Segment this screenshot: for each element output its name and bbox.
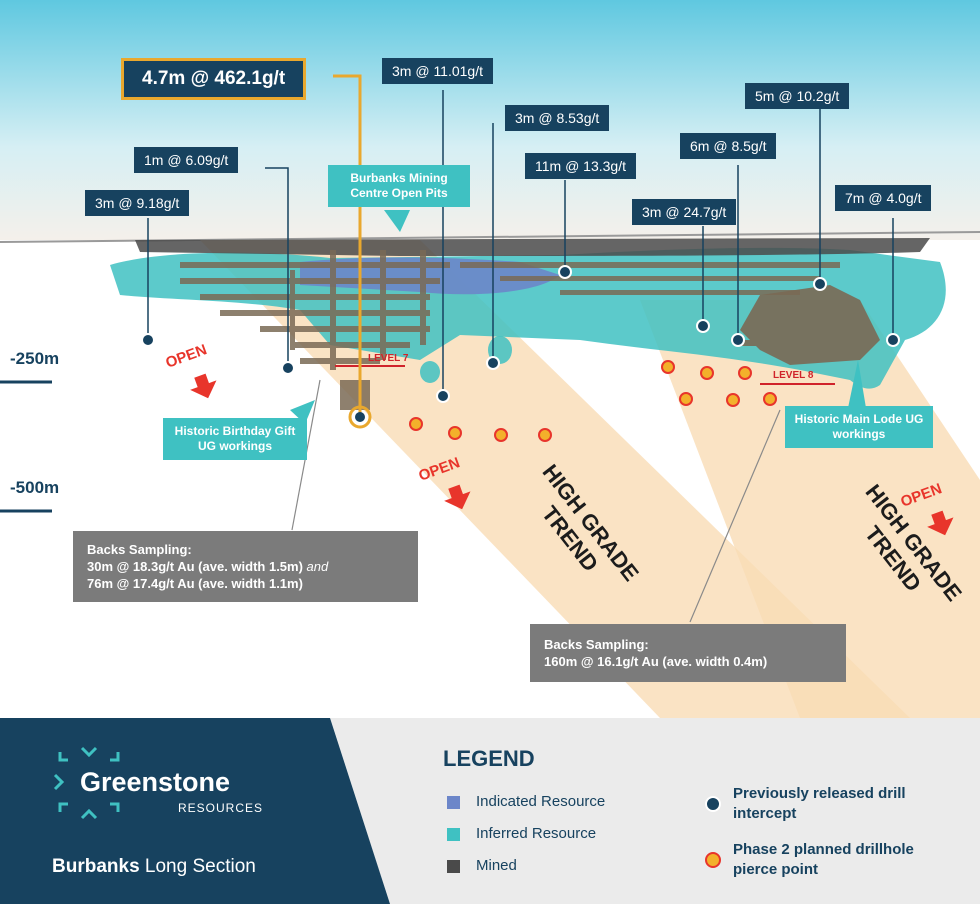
depth-label-500: -500m [10,478,60,497]
prev-intercept-label: Previously released drill intercept [733,785,906,822]
backs1-line1: 30m @ 18.3g/t Au (ave. width 1.5m) and [87,559,329,574]
intercept-label: 5m @ 10.2g/t [745,83,850,109]
intercept-label: 11m @ 13.3g/t [525,153,636,179]
inferred-swatch [447,828,460,841]
prev-intercept-symbol [705,796,721,812]
open-pits-callout: Burbanks Mining Centre Open Pits [328,165,470,207]
brand-panel [0,718,390,904]
logo-mark [53,746,120,820]
backs2-line1: 160m @ 16.1g/t Au (ave. width 0.4m) [544,654,768,669]
birthday-pointer [290,400,315,424]
backs-sampling-box-2: Backs Sampling: 160m @ 16.1g/t Au (ave. … [530,624,846,682]
phase2-label: Phase 2 planned drillhole pierce point [733,841,914,878]
open-pits [135,238,930,256]
intercept-label: 7m @ 4.0g/t [835,185,932,211]
open-arrows [190,373,954,536]
depth-label-250: -250m [10,349,60,368]
birthday-gift-workings [180,250,450,410]
intercept-label: 3m @ 24.7g/t [632,199,737,225]
backs2-title: Backs Sampling: [544,637,649,652]
intercept-label-highlight: 4.7m @ 462.1g/t [121,58,307,100]
main-lode-pointer [848,360,866,408]
backs1-title: Backs Sampling: [87,542,192,557]
phase2-points [409,360,777,442]
leader-lines [147,90,894,396]
main-lode-callout: Historic Main Lode UG workings [785,406,933,448]
backs-sampling-box-1: Backs Sampling: 30m @ 18.3g/t Au (ave. w… [73,531,418,602]
trend-band-2 [640,300,980,718]
level-8-label: LEVEL 8 [773,370,814,381]
backs2-leader [689,409,781,623]
previous-intercepts [141,265,900,429]
open-pits-pointer [384,210,410,232]
intercept-label: 3m @ 11.01g/t [382,58,493,84]
backs1-line2: 76m @ 17.4g/t Au (ave. width 1.1m) [87,576,303,591]
inferred-label: Inferred Resource [476,825,597,842]
mined-label: Mined [476,857,517,874]
intercept-label: 3m @ 9.18g/t [85,190,190,216]
brand-sub: RESOURCES [178,801,264,815]
inferred-pod-2 [420,361,440,383]
indicated-swatch [447,796,460,809]
section-title: Burbanks Long Section [52,856,256,877]
intercept-label: 1m @ 6.09g/t [134,147,239,173]
birthday-gift-callout: Historic Birthday Gift UG workings [163,418,307,460]
brand-name: Greenstone [80,767,231,797]
highlight-leader [333,74,362,417]
mined-swatch [447,860,460,873]
intercept-label: 6m @ 8.5g/t [680,133,777,159]
central-workings [460,262,840,295]
level-7-label: LEVEL 7 [368,353,409,364]
indicated-label: Indicated Resource [476,793,606,810]
main-lode-workings [740,285,880,365]
phase2-symbol [705,852,721,868]
intercept-label: 3m @ 8.53g/t [505,105,610,131]
legend-title: LEGEND [443,746,535,771]
